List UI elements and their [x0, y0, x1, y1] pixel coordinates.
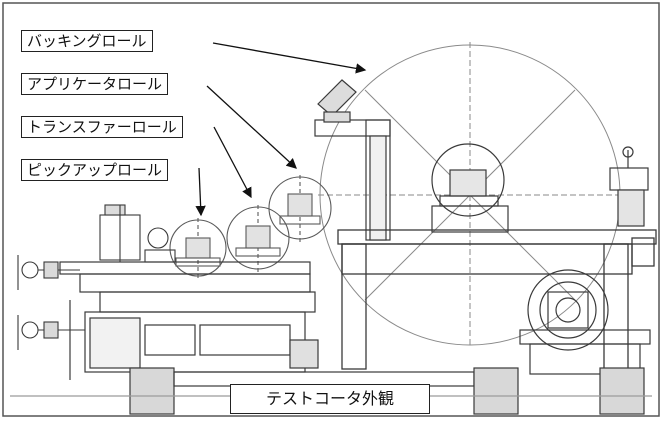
gear-cluster [99, 204, 176, 263]
upper-support [314, 119, 391, 241]
right-unit [609, 146, 649, 227]
label-applicator-roll: アプリケータロール [21, 73, 169, 95]
main-table [337, 229, 657, 370]
applicator-roll [268, 175, 332, 242]
base [10, 367, 652, 415]
backing-roll-hub [431, 143, 509, 233]
lower-right-roll [519, 269, 651, 375]
label-pickup-roll: ピックアップロール [21, 159, 169, 181]
label-transfer-roll: トランスファーロール [21, 116, 183, 138]
label-backing-roll: バッキングロール [21, 30, 153, 52]
figure-caption: テストコータ外観 [230, 384, 430, 414]
left-frame [59, 261, 319, 380]
pickup-roll [169, 218, 227, 280]
drawing-frame [2, 2, 660, 417]
top-nozzle [317, 79, 357, 123]
left-hand-wheels [17, 255, 85, 350]
transfer-roll [226, 205, 290, 272]
leader-arrows [195, 42, 367, 217]
